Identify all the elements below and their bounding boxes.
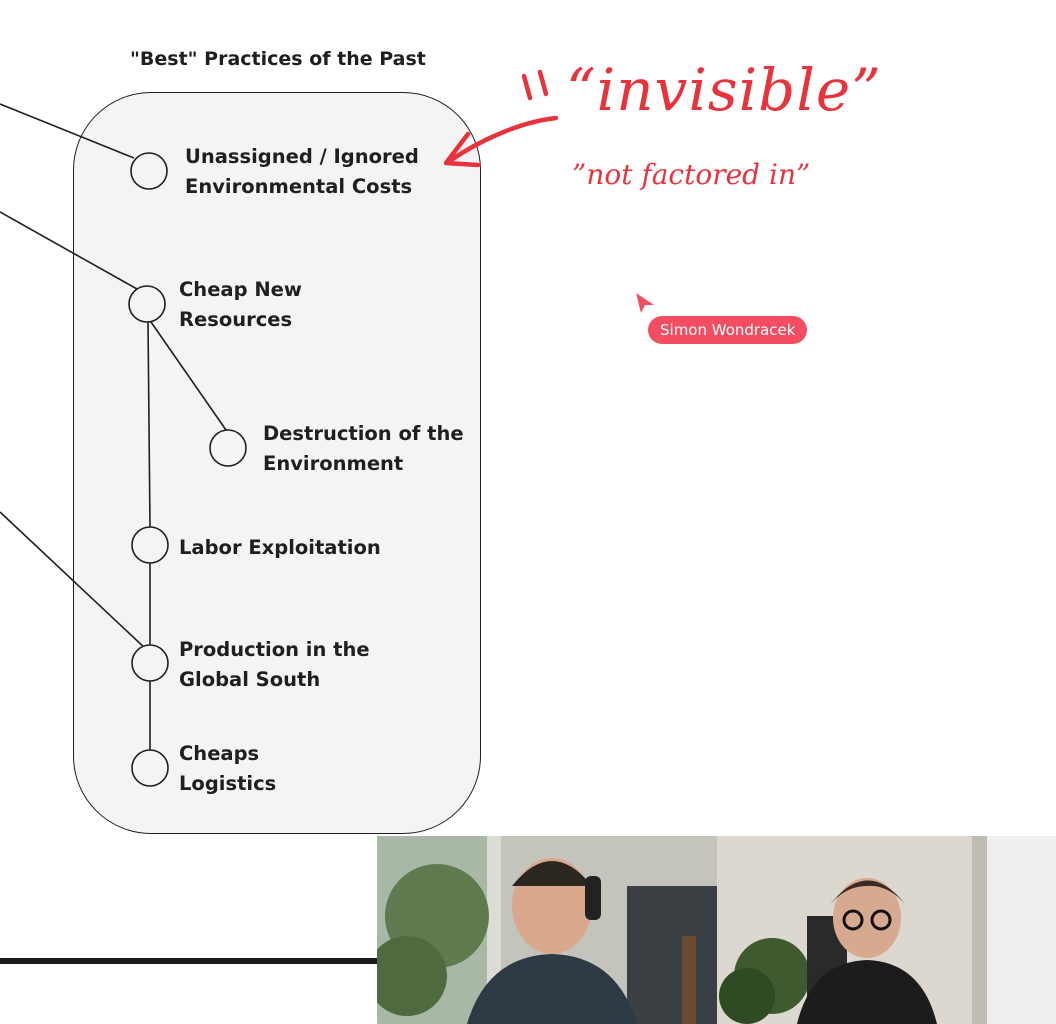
participant-video-icon [377,836,717,1024]
node-circle [131,526,169,564]
connector-line [0,211,138,290]
node-circle [128,285,166,323]
collaborator-cursor-label: Simon Wondracek [648,316,808,344]
connector-line [0,511,148,651]
collaborator-cursor-icon [636,293,654,313]
node-label-labor-exploitation: Labor Exploitation [179,536,381,559]
node-circle [131,644,169,682]
video-tile-participant-1[interactable] [377,836,717,1024]
node-circle [209,429,247,467]
node-label-environmental-costs: Unassigned / Ignored Environmental Costs [185,145,419,198]
connector-line [147,321,151,528]
video-tile-participant-2[interactable] [717,836,1056,1024]
node-circle [130,152,168,190]
divider-line [0,958,378,964]
node-label-cheap-resources: Cheap New Resources [179,278,302,331]
annotation-invisible: “invisible” [566,56,882,124]
annotation-arrow [443,69,559,168]
practices-container[interactable] [73,92,481,834]
node-label-logistics: Cheaps Logistics [179,742,277,795]
annotation-not-factored: ”not factored in” [572,158,811,191]
connector-line [150,321,227,431]
node-circle [131,749,169,787]
board-title: "Best" Practices of the Past [130,48,426,70]
connector-line [0,103,135,159]
participant-video-icon [717,836,1056,1024]
node-label-global-south: Production in the Global South [179,638,370,691]
node-label-destruction-environment: Destruction of the Environment [263,422,464,475]
